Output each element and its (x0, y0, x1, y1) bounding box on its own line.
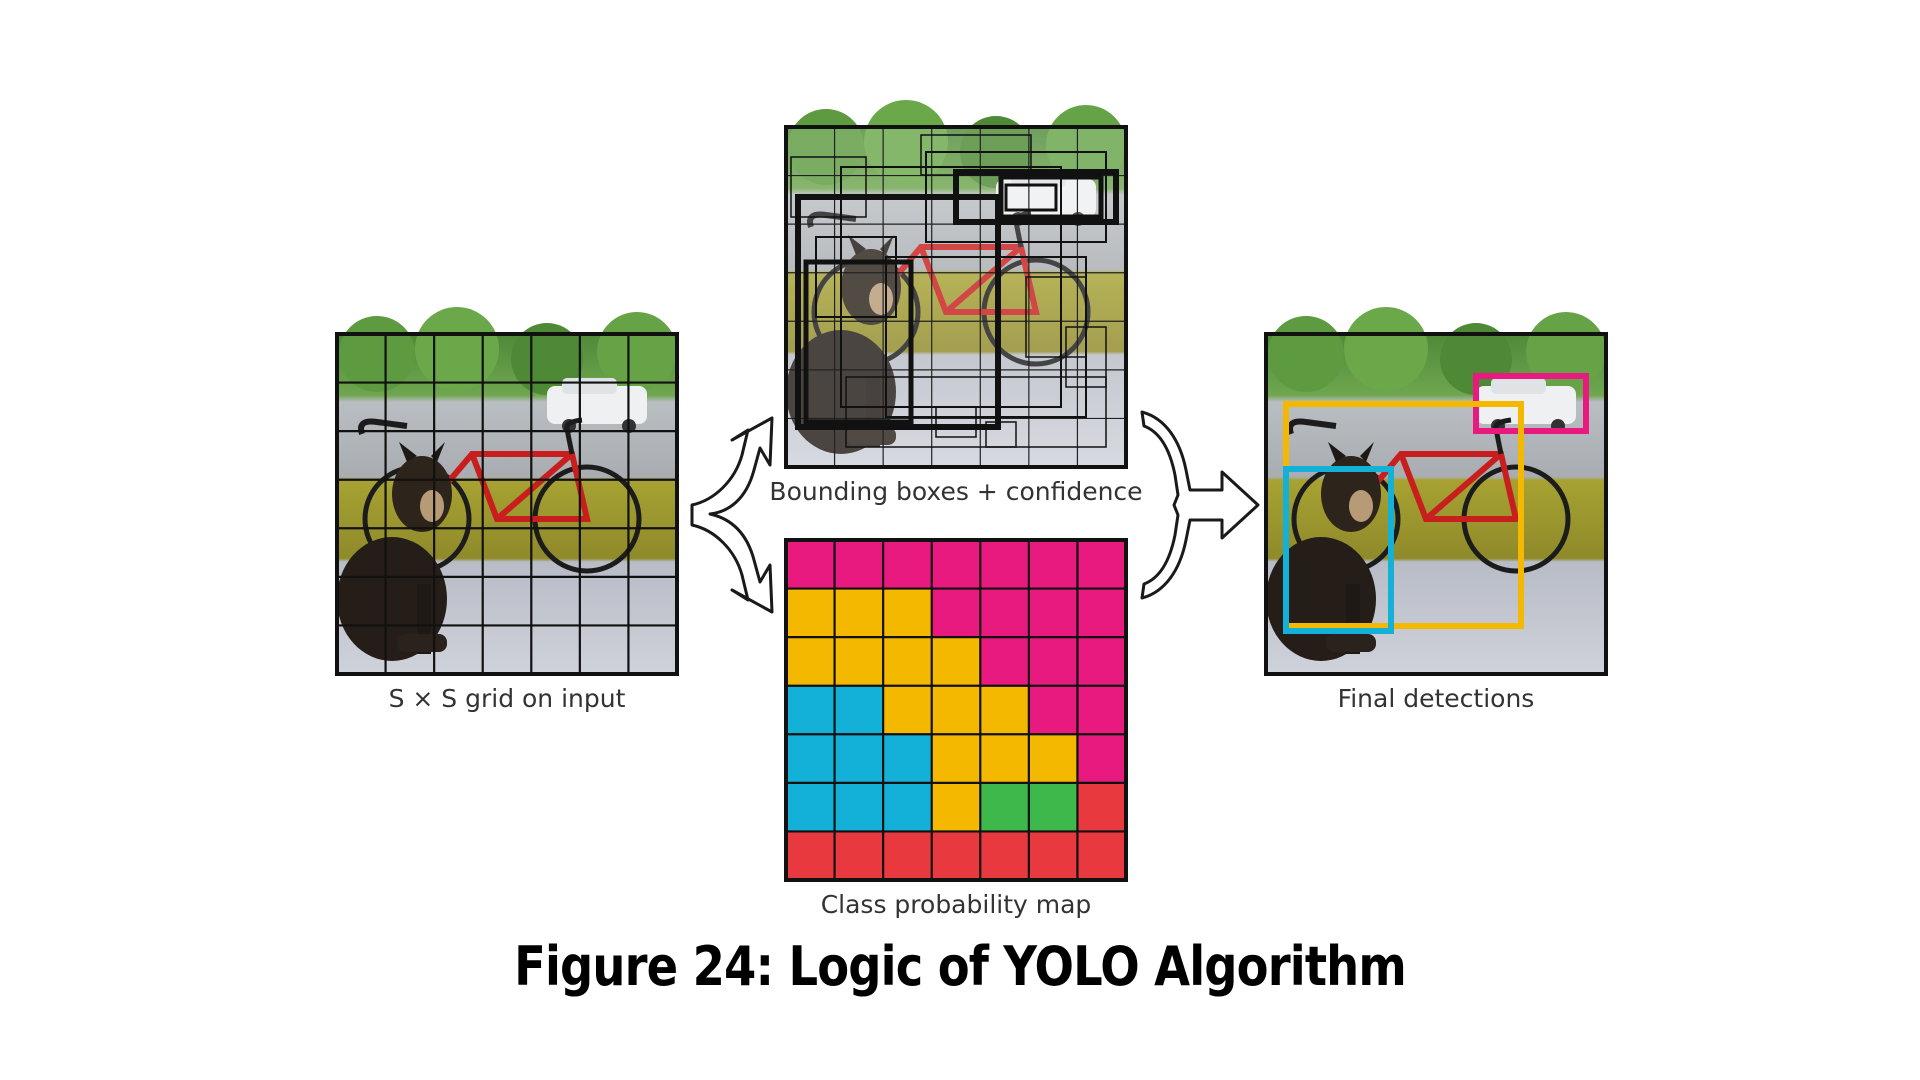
class-cell (834, 734, 884, 783)
figure-caption: Figure 24: Logic of YOLO Algorithm (514, 935, 1407, 998)
final-panel-caption: Final detections (1338, 684, 1535, 713)
class-cell (980, 637, 1029, 686)
class-cell (883, 831, 932, 880)
split-arrow-icon (690, 416, 774, 614)
class-cell (883, 637, 932, 686)
final-detections-panel (1266, 307, 1606, 674)
merge-arrow-icon (1140, 410, 1260, 600)
class-cell (1077, 637, 1126, 686)
class-cell (786, 685, 835, 735)
class-cell (931, 588, 981, 638)
class-cell (786, 734, 835, 783)
class-cell (834, 540, 884, 589)
class-cell (883, 734, 932, 783)
class-cell (834, 831, 884, 880)
dog-detection-box (1283, 466, 1394, 634)
class-cell (786, 831, 835, 880)
class-cell (1077, 734, 1126, 783)
input-panel-caption: S × S grid on input (389, 684, 626, 713)
class-cell (931, 540, 981, 589)
class-cell (931, 734, 981, 783)
class-cell (980, 588, 1029, 638)
class-cell (1028, 540, 1078, 589)
bounding-boxes-panel (786, 100, 1126, 467)
class-cell (980, 685, 1029, 735)
class-cell (834, 782, 884, 832)
class-cell (1028, 831, 1078, 880)
classmap-panel-caption: Class probability map (821, 890, 1092, 919)
class-cell (931, 782, 981, 832)
class-cell (786, 782, 835, 832)
class-cell (980, 734, 1029, 783)
class-cell (980, 540, 1029, 589)
class-cell (834, 637, 884, 686)
class-cell (883, 540, 932, 589)
class-cell (980, 831, 1029, 880)
class-cell (834, 588, 884, 638)
class-cell (931, 685, 981, 735)
class-cell (1077, 685, 1126, 735)
class-cell (883, 685, 932, 735)
class-probability-panel (784, 538, 1128, 882)
class-cell (883, 588, 932, 638)
class-cell (786, 588, 835, 638)
class-cell (931, 637, 981, 686)
class-cell (883, 782, 932, 832)
class-cell (786, 540, 835, 589)
class-cell (1028, 685, 1078, 735)
class-cell (931, 831, 981, 880)
input-grid-panel (337, 307, 677, 674)
class-cell (1028, 734, 1078, 783)
class-cell (1028, 637, 1078, 686)
class-cell (1077, 540, 1126, 589)
boxes-panel-caption: Bounding boxes + confidence (769, 477, 1142, 506)
class-cell (1028, 782, 1078, 832)
class-cell (786, 637, 835, 686)
class-cell (1077, 831, 1126, 880)
class-cell (1077, 782, 1126, 832)
class-cell (980, 782, 1029, 832)
class-cell (1028, 588, 1078, 638)
class-cell (1077, 588, 1126, 638)
class-cell (834, 685, 884, 735)
